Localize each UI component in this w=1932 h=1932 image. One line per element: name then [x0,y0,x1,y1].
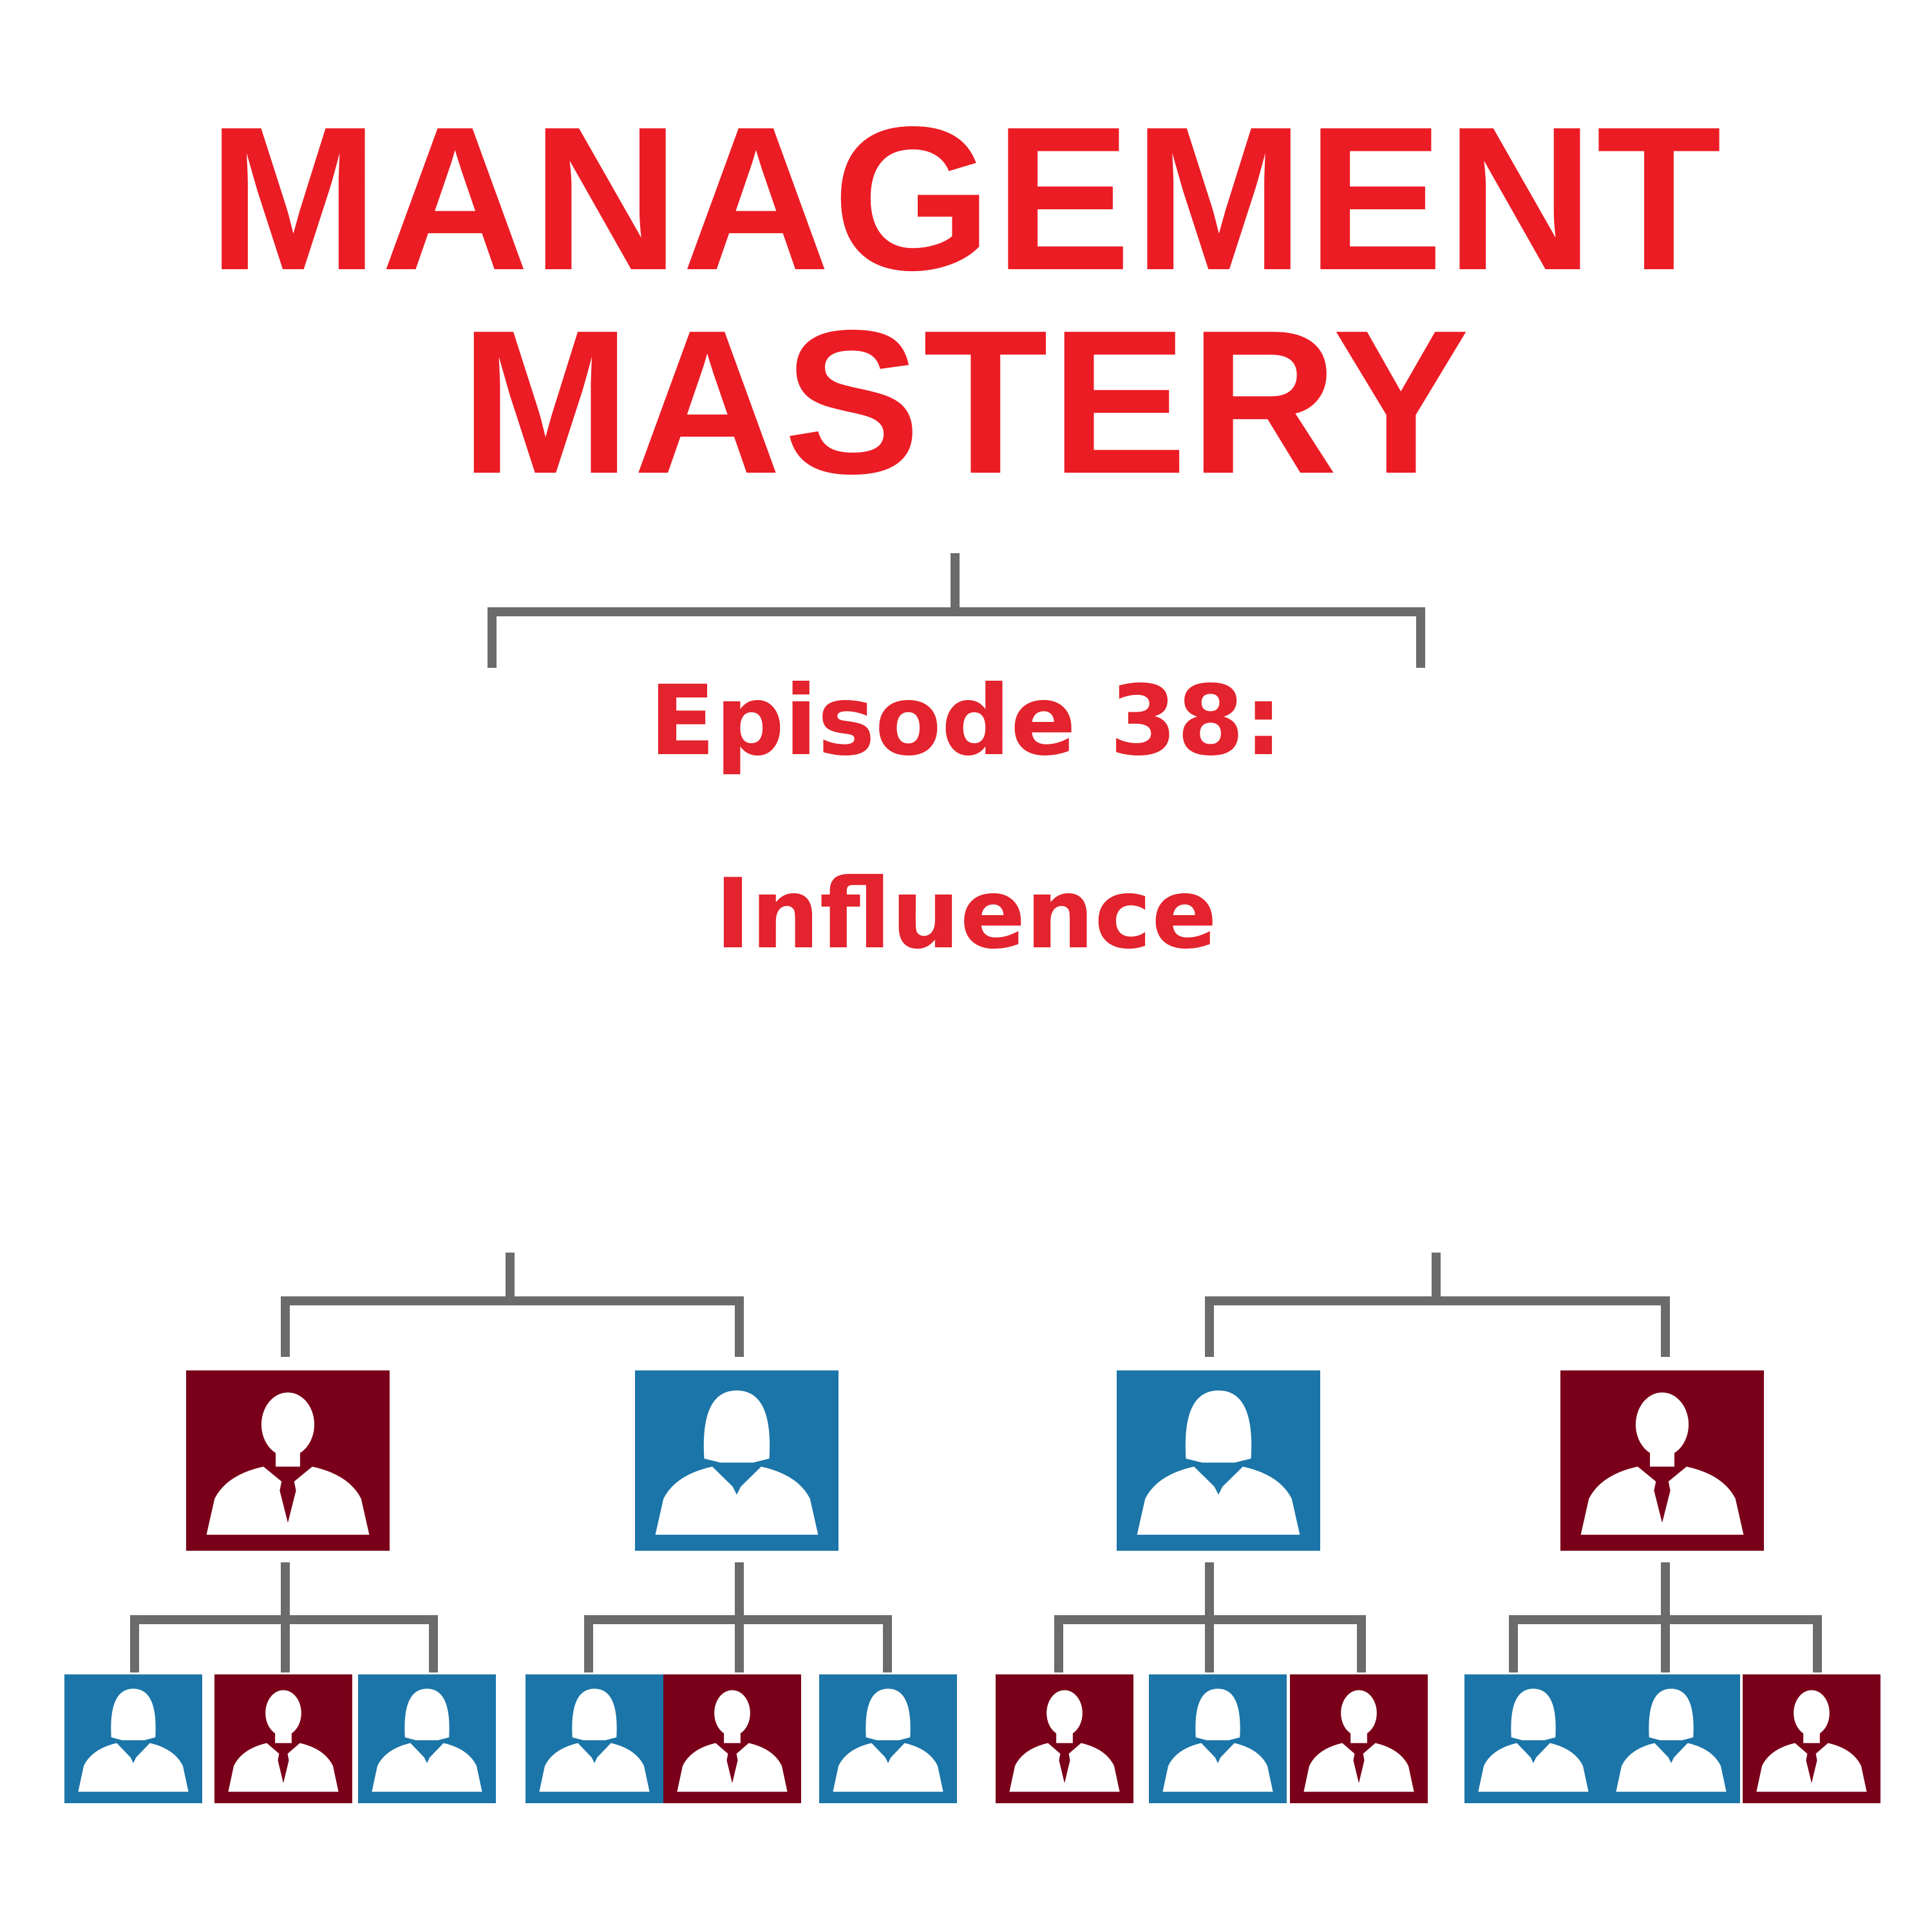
businessman-icon [996,1674,1133,1803]
manager-tile-1 [186,1370,390,1551]
team-4-connector [1509,1562,1822,1672]
manager-tile-4 [1560,1370,1764,1551]
businessman-icon [186,1370,390,1551]
businessman-icon [1743,1674,1880,1803]
title-line-2: MASTERY [460,288,1472,516]
team-4-member-3 [1743,1674,1880,1803]
manager-tile-3 [1117,1370,1320,1551]
right-group-connector [1205,1253,1670,1357]
team-1-member-2 [214,1674,352,1803]
team-3-member-2 [1149,1674,1287,1803]
businesswoman-icon [819,1674,957,1803]
businesswoman-icon [1602,1674,1740,1803]
team-2-member-3 [819,1674,957,1803]
businessman-icon [1560,1370,1764,1551]
businessman-icon [214,1674,352,1803]
businesswoman-icon [635,1370,838,1551]
businesswoman-icon [526,1674,663,1803]
manager-tile-2 [635,1370,838,1551]
businessman-icon [663,1674,801,1803]
episode-topic: Influence [715,858,1217,971]
team-4-member-1 [1464,1674,1602,1803]
team-1-member-3 [358,1674,496,1803]
team-3-member-3 [1290,1674,1428,1803]
team-2-member-2 [663,1674,801,1803]
businessman-icon [1290,1674,1428,1803]
team-1-connector [130,1562,438,1672]
businesswoman-icon [1117,1370,1320,1551]
businesswoman-icon [1464,1674,1602,1803]
team-3-connector [1054,1562,1366,1672]
team-3-member-1 [996,1674,1133,1803]
episode-label: Episode 38: [649,665,1283,777]
left-group-connector [281,1253,744,1357]
team-4-member-2 [1602,1674,1740,1803]
team-2-connector [584,1562,892,1672]
title-bracket-connector [488,553,1425,668]
businesswoman-icon [1149,1674,1287,1803]
businesswoman-icon [64,1674,202,1803]
team-1-member-1 [64,1674,202,1803]
businesswoman-icon [358,1674,496,1803]
team-2-member-1 [526,1674,663,1803]
title-line-1: MANAGEMENT [207,84,1725,313]
